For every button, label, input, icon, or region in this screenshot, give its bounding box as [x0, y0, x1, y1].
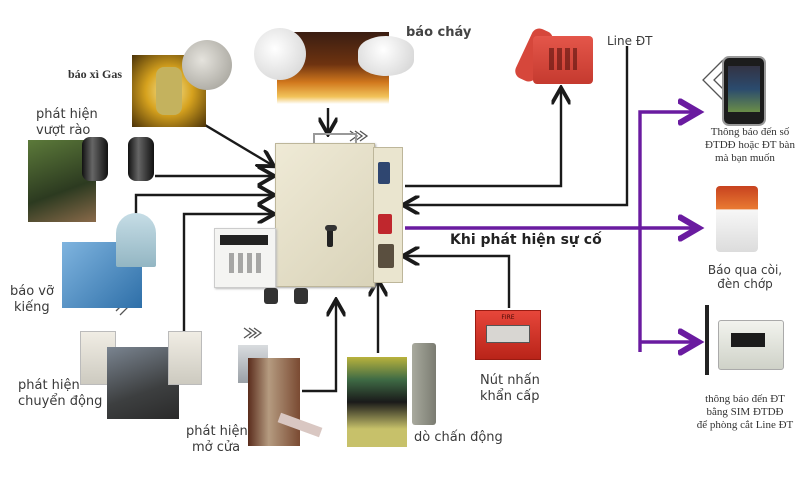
keypad — [214, 228, 276, 288]
lock-icon — [325, 225, 337, 231]
wire-glass — [134, 195, 272, 214]
motion-photo — [107, 347, 179, 419]
label-mobile-1: Thông báo đến số — [710, 126, 790, 138]
vibration-sensor-icon — [412, 343, 436, 425]
emergency-button-icon: FIRE — [475, 310, 541, 360]
label-mobile-3: mà bạn muốn — [715, 152, 775, 164]
panel-interior — [373, 147, 403, 283]
wireless-waves-door — [243, 327, 263, 339]
smoke-detector-icon — [254, 28, 306, 80]
gsm-dialer-icon — [718, 320, 784, 370]
heat-detector-icon — [358, 36, 414, 76]
label-line-dt: Line ĐT — [607, 34, 653, 48]
label-panic-2: khẩn cấp — [480, 389, 540, 404]
label-gsm-2: bằng SIM ĐTDĐ — [706, 406, 784, 418]
wireless-waves-panel — [349, 130, 369, 142]
desk-phone-icon — [505, 25, 597, 86]
label-vibration: dò chấn động — [414, 430, 503, 445]
label-siren-1: Báo qua còi, — [707, 263, 783, 277]
beam-sensor-icon — [128, 137, 154, 181]
glass-break-sensor-icon — [116, 213, 156, 267]
label-fire: báo cháy — [406, 25, 472, 40]
diagram-caption: Khi phát hiện sự cố — [450, 232, 602, 248]
key-icon — [327, 229, 333, 247]
label-fence-1: phát hiện — [36, 107, 98, 122]
label-door-2: mở cửa — [192, 440, 241, 455]
label-glass-2: kiếng — [14, 300, 50, 315]
wire-door — [302, 302, 336, 393]
vibration-photo — [347, 357, 407, 447]
mobile-phone-icon — [722, 56, 766, 126]
control-panel — [275, 133, 405, 287]
label-gsm-3: để phòng cắt Line ĐT — [696, 419, 794, 431]
remote-control-icon — [294, 288, 308, 304]
gas-detector-icon — [182, 40, 232, 90]
label-fence-2: vượt rào — [36, 123, 91, 138]
remote-control-icon — [264, 288, 278, 304]
label-motion-2: chuyển động — [18, 394, 103, 409]
alert-wire-mobile — [638, 112, 695, 352]
label-gsm-1: thông báo đến ĐT — [705, 393, 785, 405]
label-panic-1: Nút nhấn — [480, 373, 540, 388]
door-photo — [248, 358, 300, 446]
fire-label: FIRE — [501, 314, 515, 321]
label-glass-1: báo vỡ — [10, 284, 54, 299]
gsm-antenna-icon — [705, 305, 709, 375]
beam-sensor-icon — [82, 137, 108, 181]
wire-gas — [204, 123, 272, 165]
label-siren-2: đèn chớp — [717, 277, 773, 291]
label-door-1: phát hiện — [186, 424, 248, 439]
wire-phone — [405, 90, 561, 188]
panel-door — [275, 143, 375, 287]
siren-strobe-icon — [716, 186, 758, 252]
wire-motion — [182, 214, 272, 331]
wire-line-dt — [405, 46, 629, 205]
pir-motion-sensor-icon — [168, 331, 202, 385]
label-mobile-2: ĐTDĐ hoặc ĐT bàn — [705, 139, 795, 151]
label-motion-1: phát hiện — [18, 378, 80, 393]
label-gas: báo xì Gas — [68, 67, 123, 81]
wire-panic — [405, 256, 511, 308]
